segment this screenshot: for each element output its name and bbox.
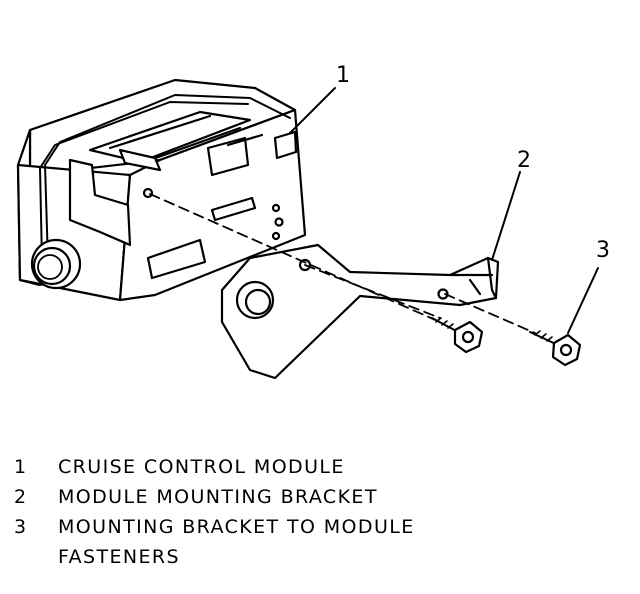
module-mounting-bracket	[220, 243, 500, 380]
bracket-fastener	[431, 317, 484, 354]
bracket-fastener	[529, 330, 582, 367]
leader-line	[289, 87, 336, 134]
callout-1: 1	[336, 63, 350, 88]
parts-legend: 1 CRUISE CONTROL MODULE 2 MODULE MOUNTIN…	[14, 452, 415, 572]
callout-3: 3	[596, 238, 610, 263]
legend-number: 2	[14, 486, 28, 508]
legend-text: MOUNTING BRACKET TO MODULE	[58, 516, 415, 538]
cruise-control-module	[16, 78, 307, 302]
legend-text: MODULE MOUNTING BRACKET	[58, 486, 378, 508]
alignment-line	[149, 193, 441, 323]
legend-item: 3 MOUNTING BRACKET TO MODULE	[14, 512, 415, 542]
legend-item: 2 MODULE MOUNTING BRACKET	[14, 482, 415, 512]
legend-number: 3	[14, 516, 28, 538]
alignment-line	[304, 264, 441, 319]
legend-number: 1	[14, 456, 28, 478]
legend-text-continued: FASTENERS	[58, 546, 180, 568]
legend-item: 1 CRUISE CONTROL MODULE	[14, 452, 415, 482]
legend-text: CRUISE CONTROL MODULE	[58, 456, 345, 478]
leader-line	[567, 267, 599, 334]
callout-2: 2	[517, 148, 531, 173]
leader-line	[491, 171, 521, 261]
alignment-line	[444, 293, 536, 334]
